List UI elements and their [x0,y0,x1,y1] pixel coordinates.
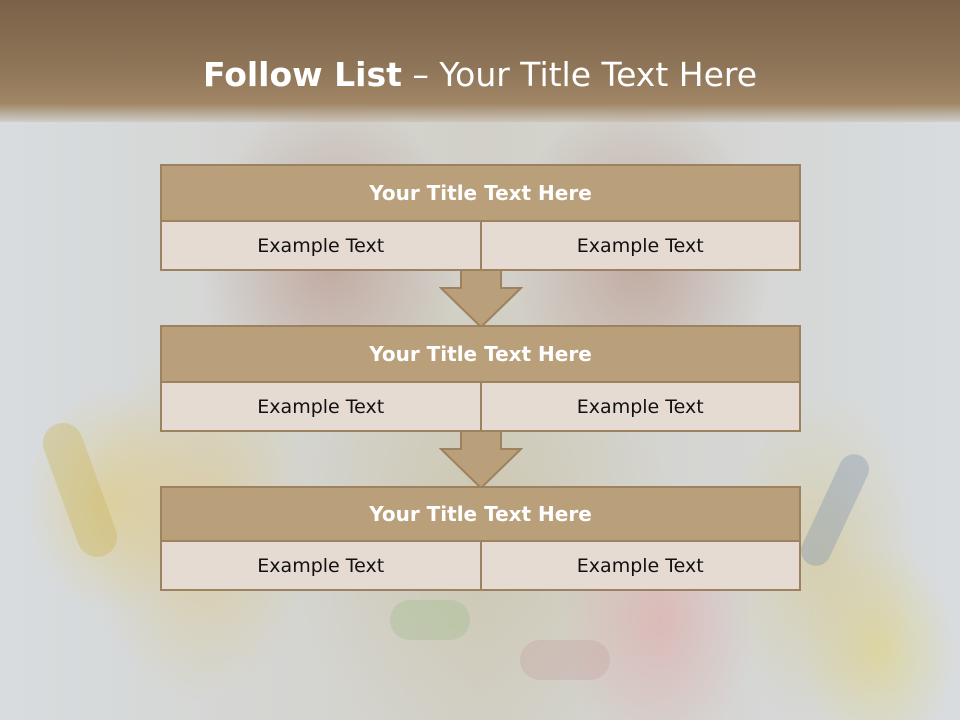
follow-block-1[interactable]: Your Title Text Here Example Text Exampl… [160,164,801,271]
block-row: Example Text Example Text [160,542,801,591]
block-title[interactable]: Your Title Text Here [160,164,801,222]
follow-block-3[interactable]: Your Title Text Here Example Text Exampl… [160,486,801,591]
slide-title-bold: Follow List [202,55,402,94]
down-arrow-icon [439,270,523,328]
block-row: Example Text Example Text [160,222,801,271]
follow-block-2[interactable]: Your Title Text Here Example Text Exampl… [160,325,801,432]
block-left-cell[interactable]: Example Text [160,383,482,432]
slide-title[interactable]: Follow List – Your Title Text Here [0,54,960,96]
paint-streak [796,449,874,571]
block-right-cell[interactable]: Example Text [479,383,801,432]
block-title[interactable]: Your Title Text Here [160,325,801,383]
block-left-cell[interactable]: Example Text [160,222,482,271]
paint-streak [390,600,470,640]
block-row: Example Text Example Text [160,383,801,432]
title-band: Follow List – Your Title Text Here [0,0,960,122]
block-right-cell[interactable]: Example Text [479,222,801,271]
block-title[interactable]: Your Title Text Here [160,486,801,542]
block-left-cell[interactable]: Example Text [160,542,482,591]
paint-streak [37,417,123,563]
block-right-cell[interactable]: Example Text [479,542,801,591]
slide-title-rest: – Your Title Text Here [401,55,758,94]
down-arrow-icon [439,431,523,489]
paint-streak [520,640,610,680]
